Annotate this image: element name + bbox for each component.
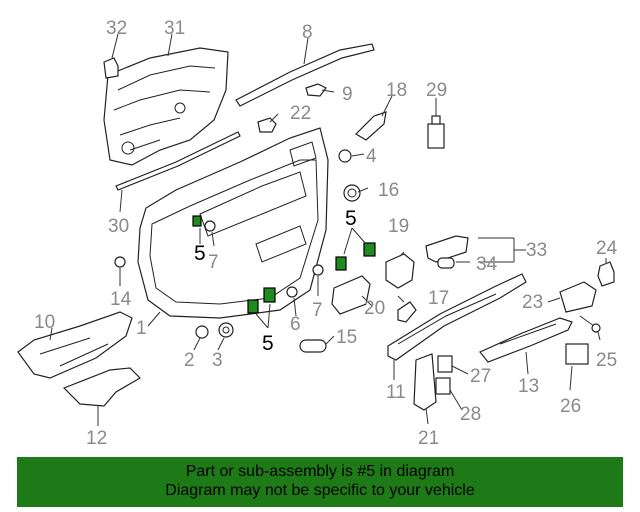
part-23-switch-block[interactable] bbox=[559, 281, 597, 313]
part-15-cap[interactable] bbox=[299, 339, 327, 353]
callout-6: 6 bbox=[290, 314, 301, 335]
part-20-pocket[interactable] bbox=[331, 275, 371, 315]
part-21-bezel[interactable] bbox=[413, 353, 437, 411]
callout-5-a: 5 bbox=[194, 242, 206, 265]
part-30-belt-strip[interactable] bbox=[115, 131, 241, 191]
part-1-door-trim-panel[interactable] bbox=[137, 127, 329, 319]
part-24-knob[interactable] bbox=[597, 261, 615, 287]
callout-29: 29 bbox=[426, 80, 447, 101]
callout-10: 10 bbox=[34, 312, 55, 333]
callout-9: 9 bbox=[342, 84, 353, 105]
part-17-grommet[interactable] bbox=[397, 301, 417, 323]
callout-8: 8 bbox=[302, 22, 313, 43]
part-7-screw[interactable] bbox=[204, 220, 324, 276]
part-13-pull-handle[interactable] bbox=[479, 317, 573, 363]
callout-28: 28 bbox=[460, 404, 481, 425]
part-34-switch[interactable] bbox=[437, 257, 455, 269]
callout-11: 11 bbox=[386, 382, 406, 403]
callout-19: 19 bbox=[388, 216, 409, 237]
callout-25: 25 bbox=[596, 350, 617, 371]
part-3-clip[interactable] bbox=[218, 322, 234, 338]
part-26-switch[interactable] bbox=[565, 343, 589, 365]
callout-4: 4 bbox=[366, 146, 377, 167]
part-4-button[interactable] bbox=[338, 149, 352, 163]
part-27-switch[interactable] bbox=[437, 355, 453, 373]
diagram-notice-banner: Part or sub-assembly is #5 in diagram Di… bbox=[17, 457, 623, 507]
part-11-armrest[interactable] bbox=[387, 273, 527, 361]
part-16-speaker[interactable] bbox=[343, 184, 361, 202]
callout-16: 16 bbox=[378, 180, 399, 201]
part-10-lower-trim[interactable] bbox=[17, 311, 133, 379]
callout-24: 24 bbox=[596, 238, 618, 259]
banner-line-disclaimer: Diagram may not be specific to your vehi… bbox=[165, 482, 475, 499]
callout-20: 20 bbox=[364, 298, 385, 319]
callout-33: 33 bbox=[526, 240, 547, 261]
callout-34: 34 bbox=[476, 254, 498, 275]
callout-27: 27 bbox=[470, 366, 491, 387]
callout-2: 2 bbox=[184, 350, 195, 371]
part-5-clip-group-a[interactable] bbox=[192, 215, 202, 244]
callout-32: 32 bbox=[106, 18, 127, 39]
callout-5-c: 5 bbox=[262, 332, 274, 355]
part-5-clip-group-c[interactable] bbox=[247, 287, 276, 329]
callout-7-b: 7 bbox=[312, 300, 323, 321]
part-12-lower-bracket[interactable] bbox=[62, 367, 141, 407]
callout-13: 13 bbox=[518, 376, 539, 397]
part-22-retainer[interactable] bbox=[257, 117, 277, 133]
part-6-clip[interactable] bbox=[286, 286, 298, 298]
part-5-clip-group-b[interactable] bbox=[335, 227, 376, 271]
callout-7-a: 7 bbox=[208, 252, 219, 273]
callout-17: 17 bbox=[428, 288, 449, 309]
banner-line-part-number: Part or sub-assembly is #5 in diagram bbox=[185, 463, 455, 480]
callout-30: 30 bbox=[108, 216, 129, 237]
leader-lines bbox=[49, 33, 607, 426]
callout-22: 22 bbox=[290, 103, 311, 124]
part-19-mirror-glass[interactable] bbox=[385, 253, 415, 289]
part-31-door-frame[interactable] bbox=[103, 47, 229, 166]
part-33-switch-assembly[interactable] bbox=[425, 235, 469, 263]
callout-labels: 32 31 8 9 22 18 29 4 16 30 5 7 5 19 33 3… bbox=[34, 18, 618, 449]
callout-1: 1 bbox=[136, 318, 147, 339]
part-28-switch[interactable] bbox=[435, 377, 451, 395]
part-8-window-seal[interactable] bbox=[235, 43, 375, 107]
callout-21: 21 bbox=[418, 428, 439, 449]
callout-26: 26 bbox=[560, 396, 581, 417]
callout-3: 3 bbox=[212, 350, 223, 371]
callout-23: 23 bbox=[522, 292, 543, 313]
callout-31: 31 bbox=[164, 18, 185, 39]
callout-14: 14 bbox=[110, 289, 132, 310]
callout-15: 15 bbox=[336, 327, 357, 348]
callout-18: 18 bbox=[386, 80, 407, 101]
part-32-bracket[interactable] bbox=[103, 57, 119, 79]
part-29-switch[interactable] bbox=[427, 115, 445, 149]
callout-5-b: 5 bbox=[345, 207, 357, 230]
part-2-plug[interactable] bbox=[195, 325, 209, 339]
part-14-plug[interactable] bbox=[114, 256, 126, 268]
part-25-screw[interactable] bbox=[579, 315, 601, 333]
callout-12: 12 bbox=[86, 428, 107, 449]
door-parts-exploded-diagram: 32 31 8 9 22 18 29 4 16 30 5 7 5 19 33 3… bbox=[17, 18, 618, 449]
part-9-clip[interactable] bbox=[305, 83, 327, 97]
part-18-trim-bezel[interactable] bbox=[355, 111, 387, 141]
